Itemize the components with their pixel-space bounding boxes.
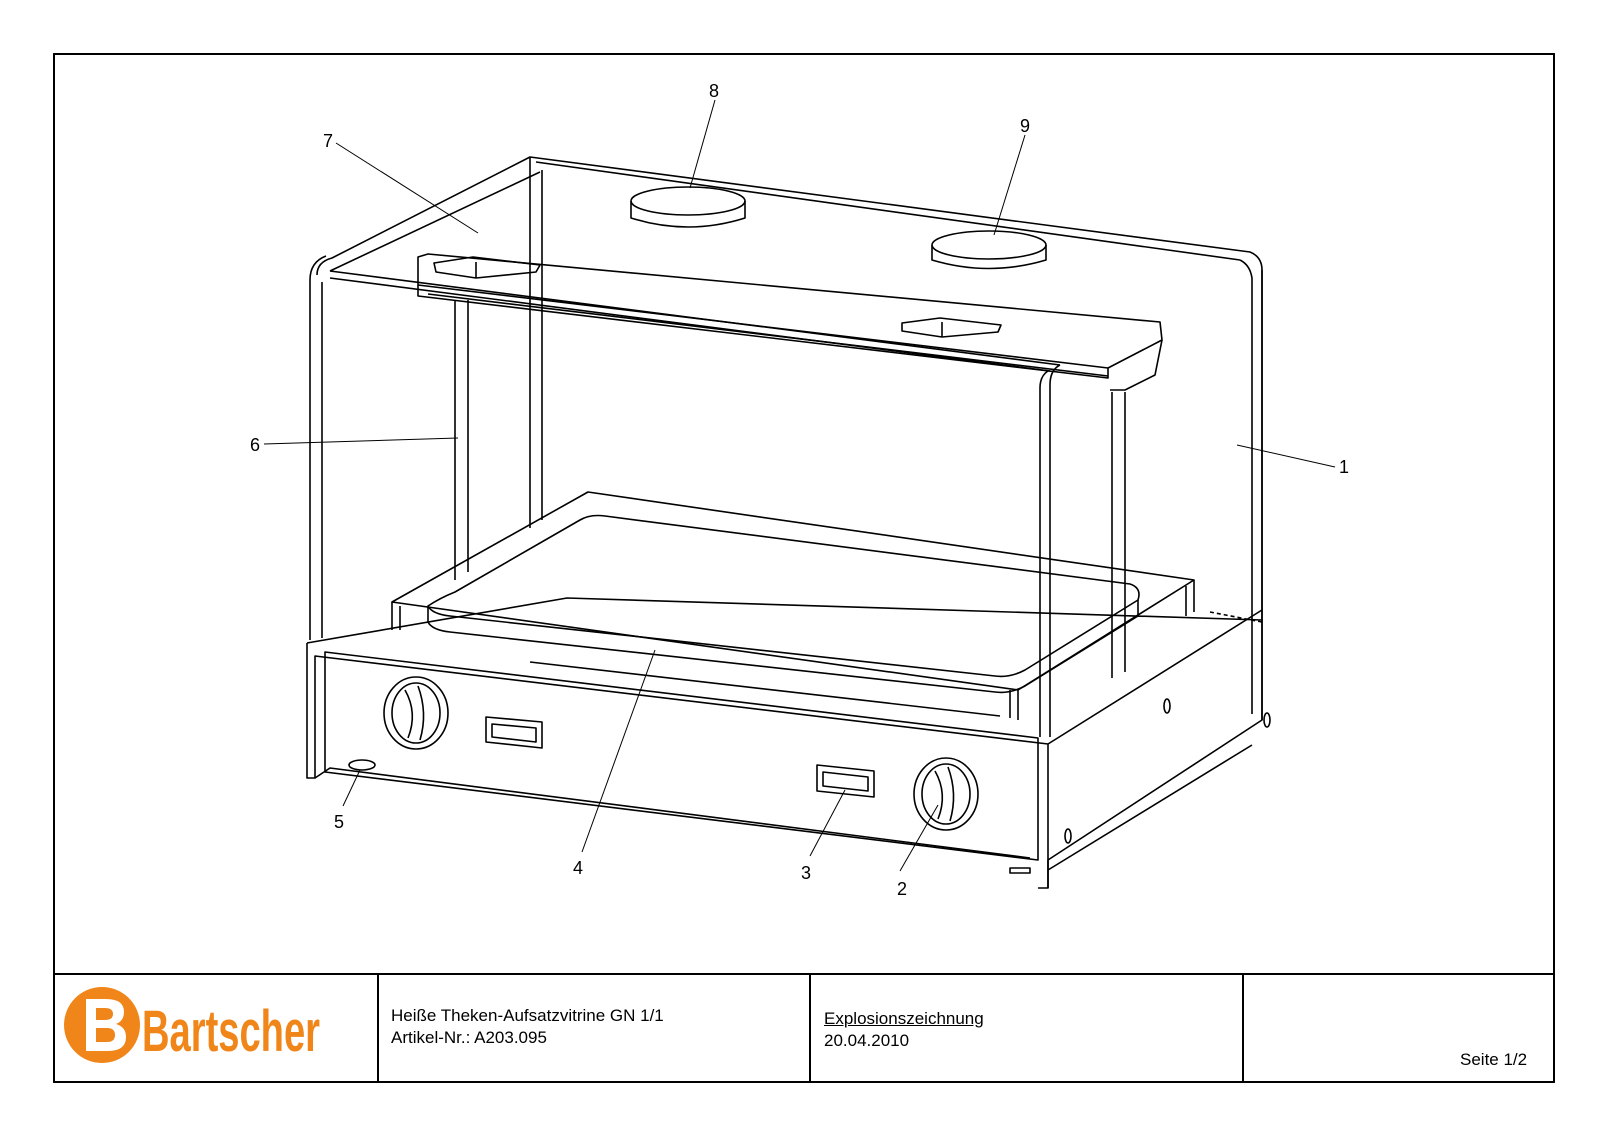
sheet-frame [53, 53, 1555, 1083]
left-knob [383, 676, 449, 750]
logo-b-mark [64, 987, 140, 1063]
callout-3: 3 [801, 863, 811, 883]
callout-1: 1 [1339, 457, 1349, 477]
display-case-drawing [306, 156, 1271, 889]
callout-5: 5 [334, 812, 344, 832]
page-number: Seite 1/2 [1460, 1050, 1528, 1069]
article-number: Artikel-Nr.: A203.095 [391, 1028, 547, 1047]
callout-4: 4 [573, 858, 583, 878]
drawing-date: 20.04.2010 [824, 1031, 910, 1050]
leader-5 [342, 769, 361, 807]
drawing-type: Explosionszeichnung [824, 1009, 984, 1028]
leader-lines [263, 99, 1336, 872]
leader-7 [335, 142, 479, 234]
left-switch [485, 716, 543, 749]
leader-6 [263, 437, 459, 445]
leader-2 [899, 804, 939, 872]
right-switch [816, 764, 875, 798]
leader-9 [993, 134, 1026, 236]
callout-8: 8 [709, 81, 719, 101]
logo-wordmark: Bartscher [142, 999, 320, 1064]
callout-6: 6 [250, 435, 260, 455]
leader-8 [689, 99, 716, 189]
leader-1 [1236, 444, 1336, 468]
callout-2: 2 [897, 879, 907, 899]
callout-labels: 1 2 3 4 5 6 7 8 9 [250, 81, 1349, 899]
right-knob [913, 757, 979, 831]
callout-7: 7 [323, 131, 333, 151]
bartscher-logo: Bartscher [64, 987, 320, 1064]
leader-4 [581, 649, 656, 853]
product-name: Heiße Theken-Aufsatzvitrine GN 1/1 [391, 1006, 664, 1025]
leader-3 [809, 789, 846, 857]
callout-9: 9 [1020, 116, 1030, 136]
